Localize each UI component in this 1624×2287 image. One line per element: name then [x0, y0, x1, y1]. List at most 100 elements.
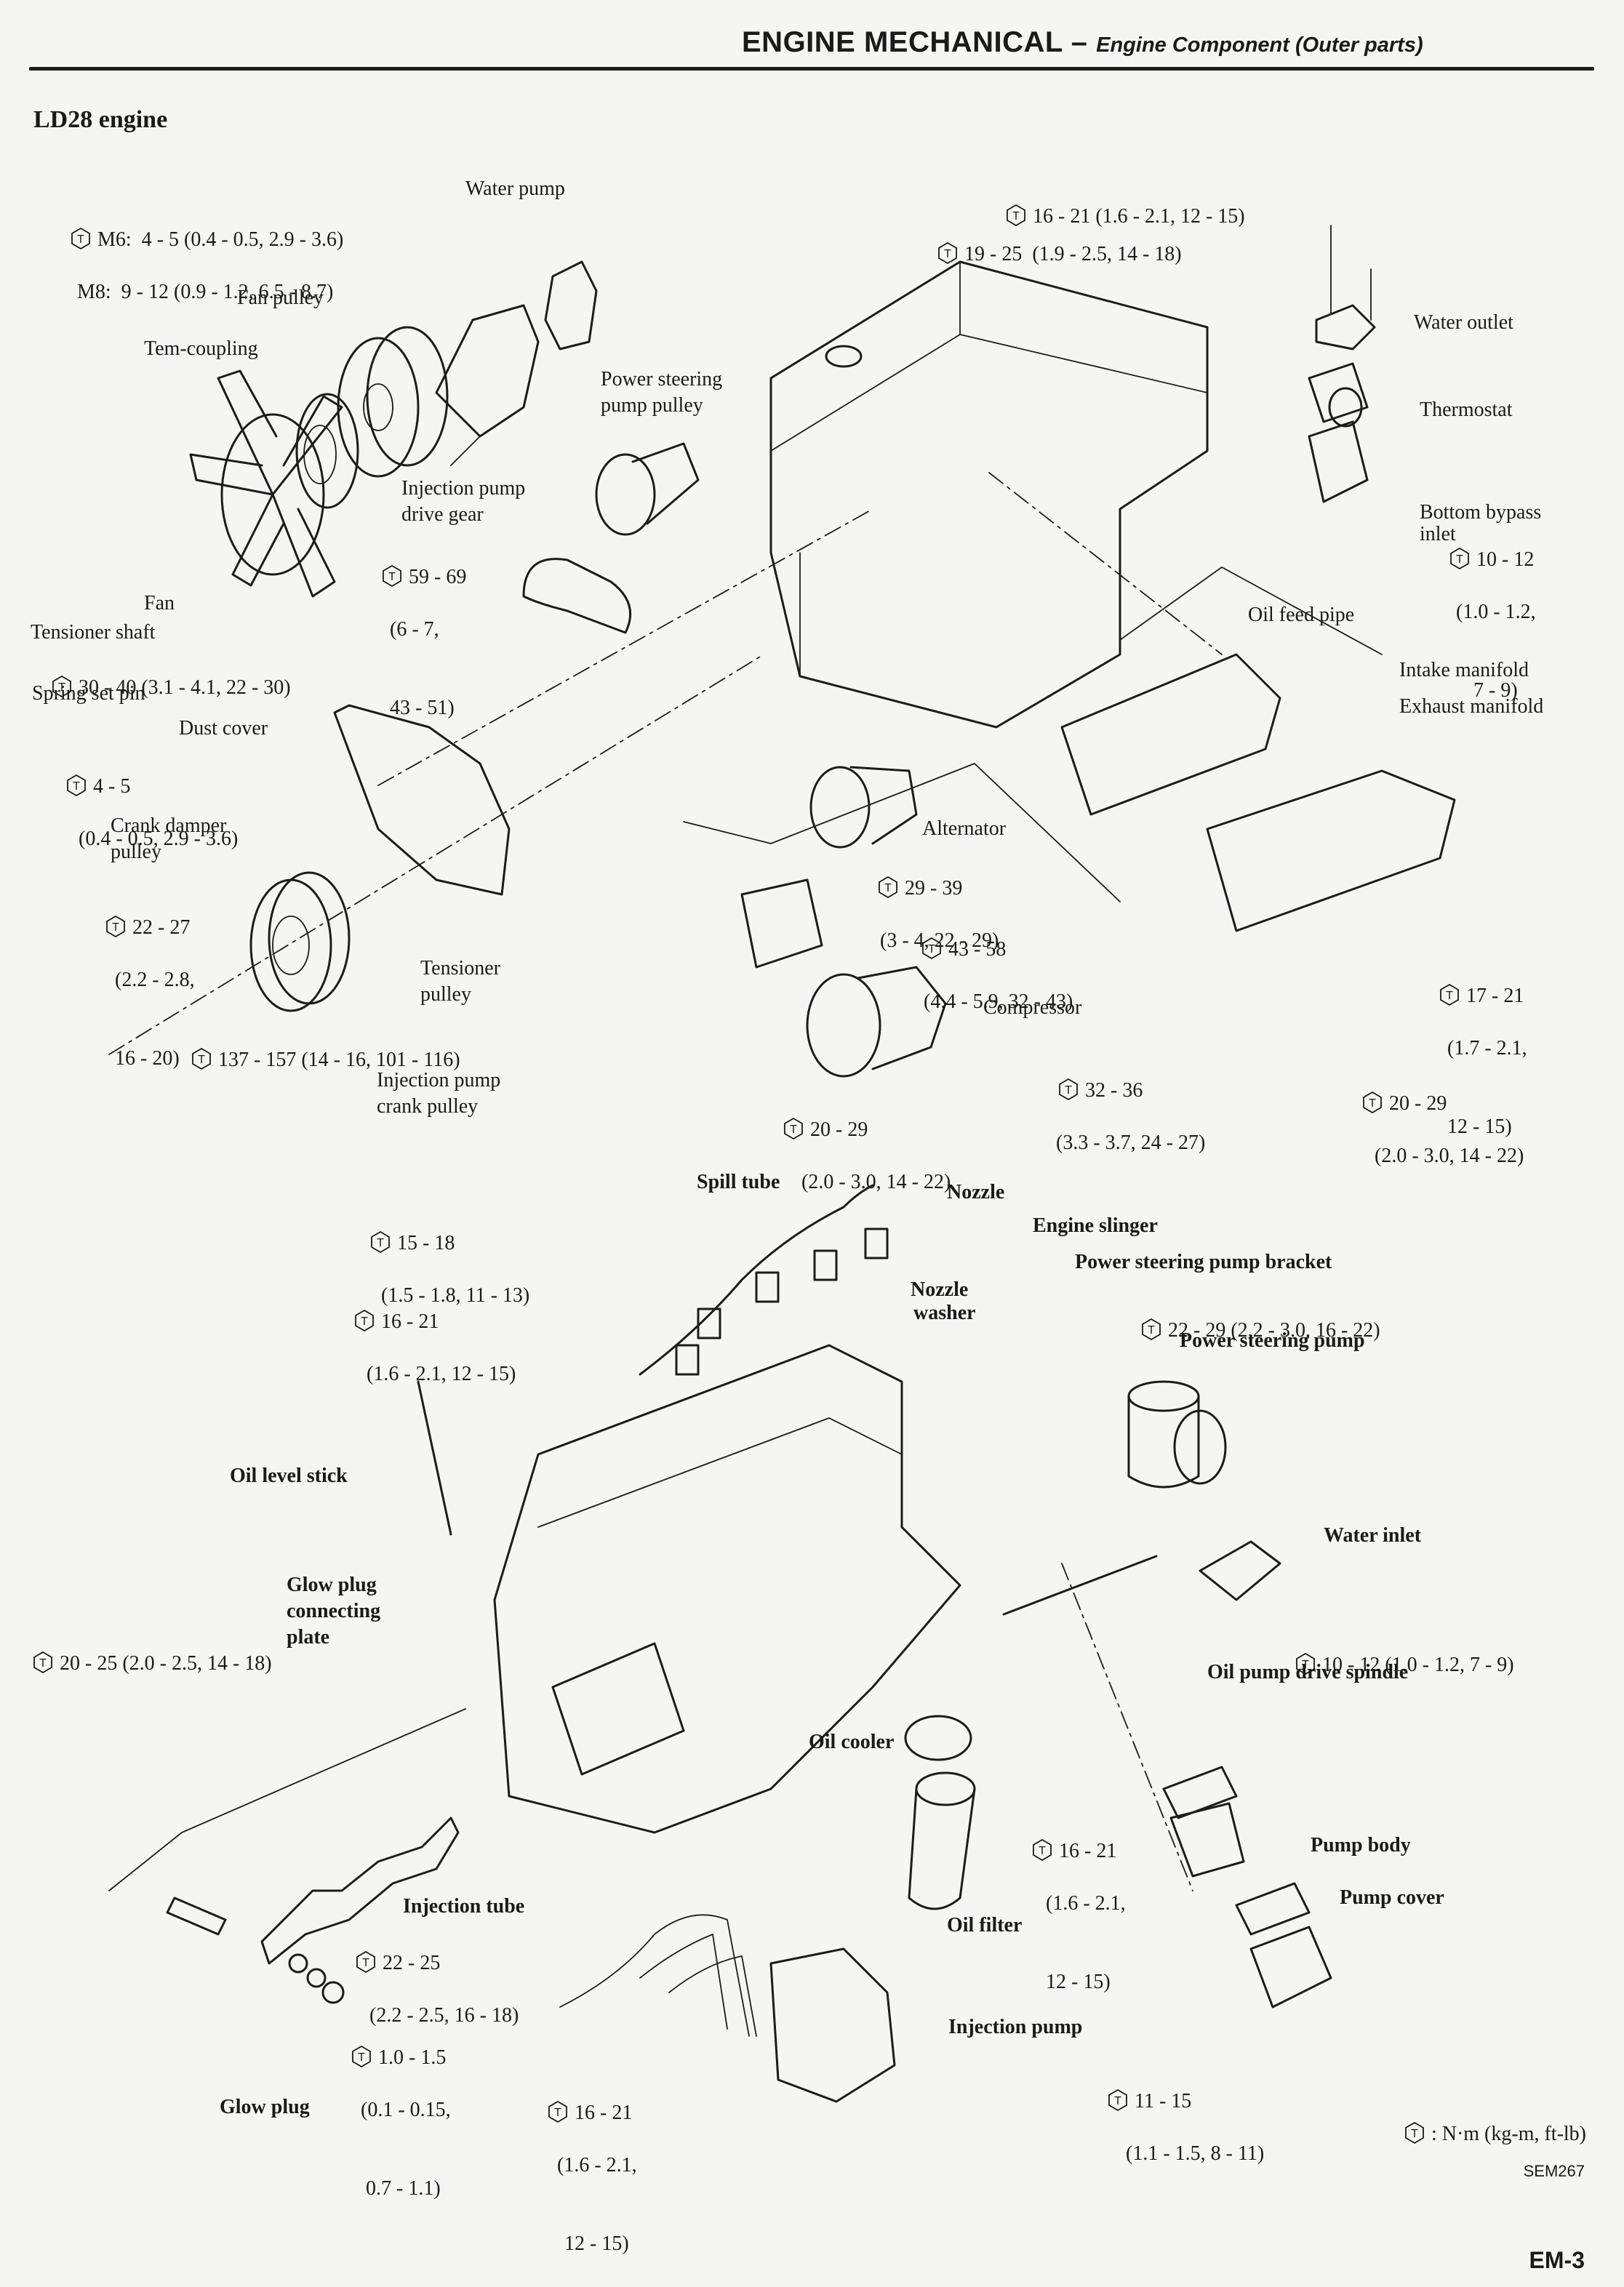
legend-text: : N·m (kg-m, ft-lb) [1431, 2123, 1586, 2145]
label-tensioner-pulley: Tensioner pulley [420, 957, 501, 1006]
svg-text:T: T [1302, 1659, 1309, 1671]
svg-text:T: T [884, 882, 892, 894]
label-oil-feed-pipe: Oil feed pipe [1248, 604, 1355, 626]
torque-hex-icon: T [106, 916, 125, 937]
page-number: EM-3 [1529, 2247, 1585, 2273]
section-title: LD28 engine [33, 106, 168, 133]
glow-plug-drawing [166, 1817, 460, 2004]
label-bottom-bypass-inlet: Bottom bypass inlet [1420, 501, 1542, 545]
figure-code: SEM267 [1523, 2162, 1585, 2180]
fan-drawing [189, 369, 343, 598]
svg-text:T: T [1039, 1845, 1046, 1857]
svg-text:T: T [928, 943, 935, 956]
timing-belt-drawing [522, 558, 632, 634]
svg-text:T: T [1065, 1084, 1072, 1097]
torque-hex-icon: T [1007, 204, 1025, 226]
svg-text:T: T [1446, 990, 1453, 1002]
injection-tubes-drawing [559, 1914, 757, 2037]
torque-hex-icon: T [192, 1048, 211, 1070]
spill-tube-drawing [639, 1184, 874, 1376]
label-injection-pump-crank-pulley: Injection pump crank pulley [377, 1069, 501, 1118]
label-spring-set-pin: Spring set pin [32, 682, 145, 705]
torque-hex-icon: T [879, 876, 897, 898]
label-thermostat: Thermostat [1420, 398, 1513, 421]
label-oil-filter: Oil filter [947, 1914, 1023, 1936]
svg-text:T: T [1114, 2095, 1121, 2107]
label-oil-pump-drive-spindle: Oil pump drive spindle [1207, 1661, 1409, 1683]
label-pump-body: Pump body [1311, 1834, 1411, 1857]
svg-text:T: T [73, 780, 80, 793]
torque-hex-icon: T [71, 228, 90, 249]
lower-exploded-view [108, 1184, 1332, 2103]
nozzles-drawing [675, 1227, 889, 1376]
label-tensioner-shaft: Tensioner shaft [31, 621, 156, 644]
label-engine-slinger: Engine slinger [1033, 1214, 1158, 1237]
torque-hex-icon: T [1033, 1839, 1052, 1861]
label-injection-pump-drive-gear: Injection pump drive gear [401, 477, 526, 526]
power-steering-pump-drawing [1127, 1380, 1227, 1489]
label-nozzle-washer: Nozzle washer [911, 1278, 976, 1324]
torque-hex-icon: T [1440, 984, 1459, 1006]
torque-hex-icon: T [1405, 2121, 1424, 2144]
torque-hex-icon: T [383, 565, 401, 587]
label-fan: Fan [144, 592, 175, 614]
compressor-drawing [806, 966, 947, 1078]
torque-hex-icon: T [355, 1310, 374, 1331]
label-injection-tube: Injection tube [403, 1895, 525, 1918]
torque-hex-icon: T [1296, 1653, 1315, 1675]
water-inlet-drawing [1199, 1540, 1281, 1601]
label-compressor: Compressor [983, 996, 1082, 1019]
svg-text:T: T [112, 921, 119, 934]
engine-block-drawing [769, 260, 1209, 729]
torque-hex-icon: T [938, 242, 957, 264]
intake-manifold-drawing [1060, 653, 1281, 816]
oil-level-stick-drawing [417, 1380, 452, 1536]
svg-text:T: T [388, 571, 396, 583]
water-pump-drawing [435, 260, 598, 466]
thermostat-housing-drawing [1308, 225, 1376, 503]
injection-pump-drawing [769, 1947, 896, 2103]
label-power-steering-pump: Power steering pump [1180, 1329, 1365, 1352]
oil-filter-drawing [908, 1771, 976, 1910]
svg-text:T: T [358, 2051, 365, 2064]
svg-text:T: T [362, 1957, 369, 1969]
label-injection-pump: Injection pump [948, 2016, 1083, 2038]
header-rule [29, 67, 1594, 71]
dust-cover-drawing [333, 704, 511, 896]
svg-text:T: T [1411, 2128, 1418, 2140]
label-intake-manifold: Intake manifold [1399, 659, 1529, 681]
oil-pump-drawing [1162, 1766, 1332, 2008]
oil-cooler-drawing [904, 1715, 972, 1761]
torque-hex-icon: T [784, 1118, 803, 1140]
torque-hex-icon: T [371, 1231, 390, 1253]
label-glow-plug: Glow plug [220, 2096, 310, 2118]
compressor-bracket-drawing [740, 878, 823, 969]
torque-hex-icon: T [1142, 1318, 1161, 1340]
torque-hex-icon: T [1363, 1092, 1382, 1113]
water-hose-drawing [1002, 1555, 1158, 1616]
torque-hex-icon: T [1108, 2089, 1127, 2111]
label-alternator: Alternator [922, 817, 1007, 840]
svg-text:T: T [361, 1315, 368, 1328]
label-oil-cooler: Oil cooler [809, 1731, 895, 1753]
torque-hex-icon: T [356, 1951, 375, 1973]
label-pump-cover: Pump cover [1340, 1886, 1444, 1909]
label-crank-damper-pulley: Crank damper pulley [111, 814, 227, 863]
label-glow-plug-connecting-plate: Glow plug connecting plate [287, 1574, 381, 1649]
